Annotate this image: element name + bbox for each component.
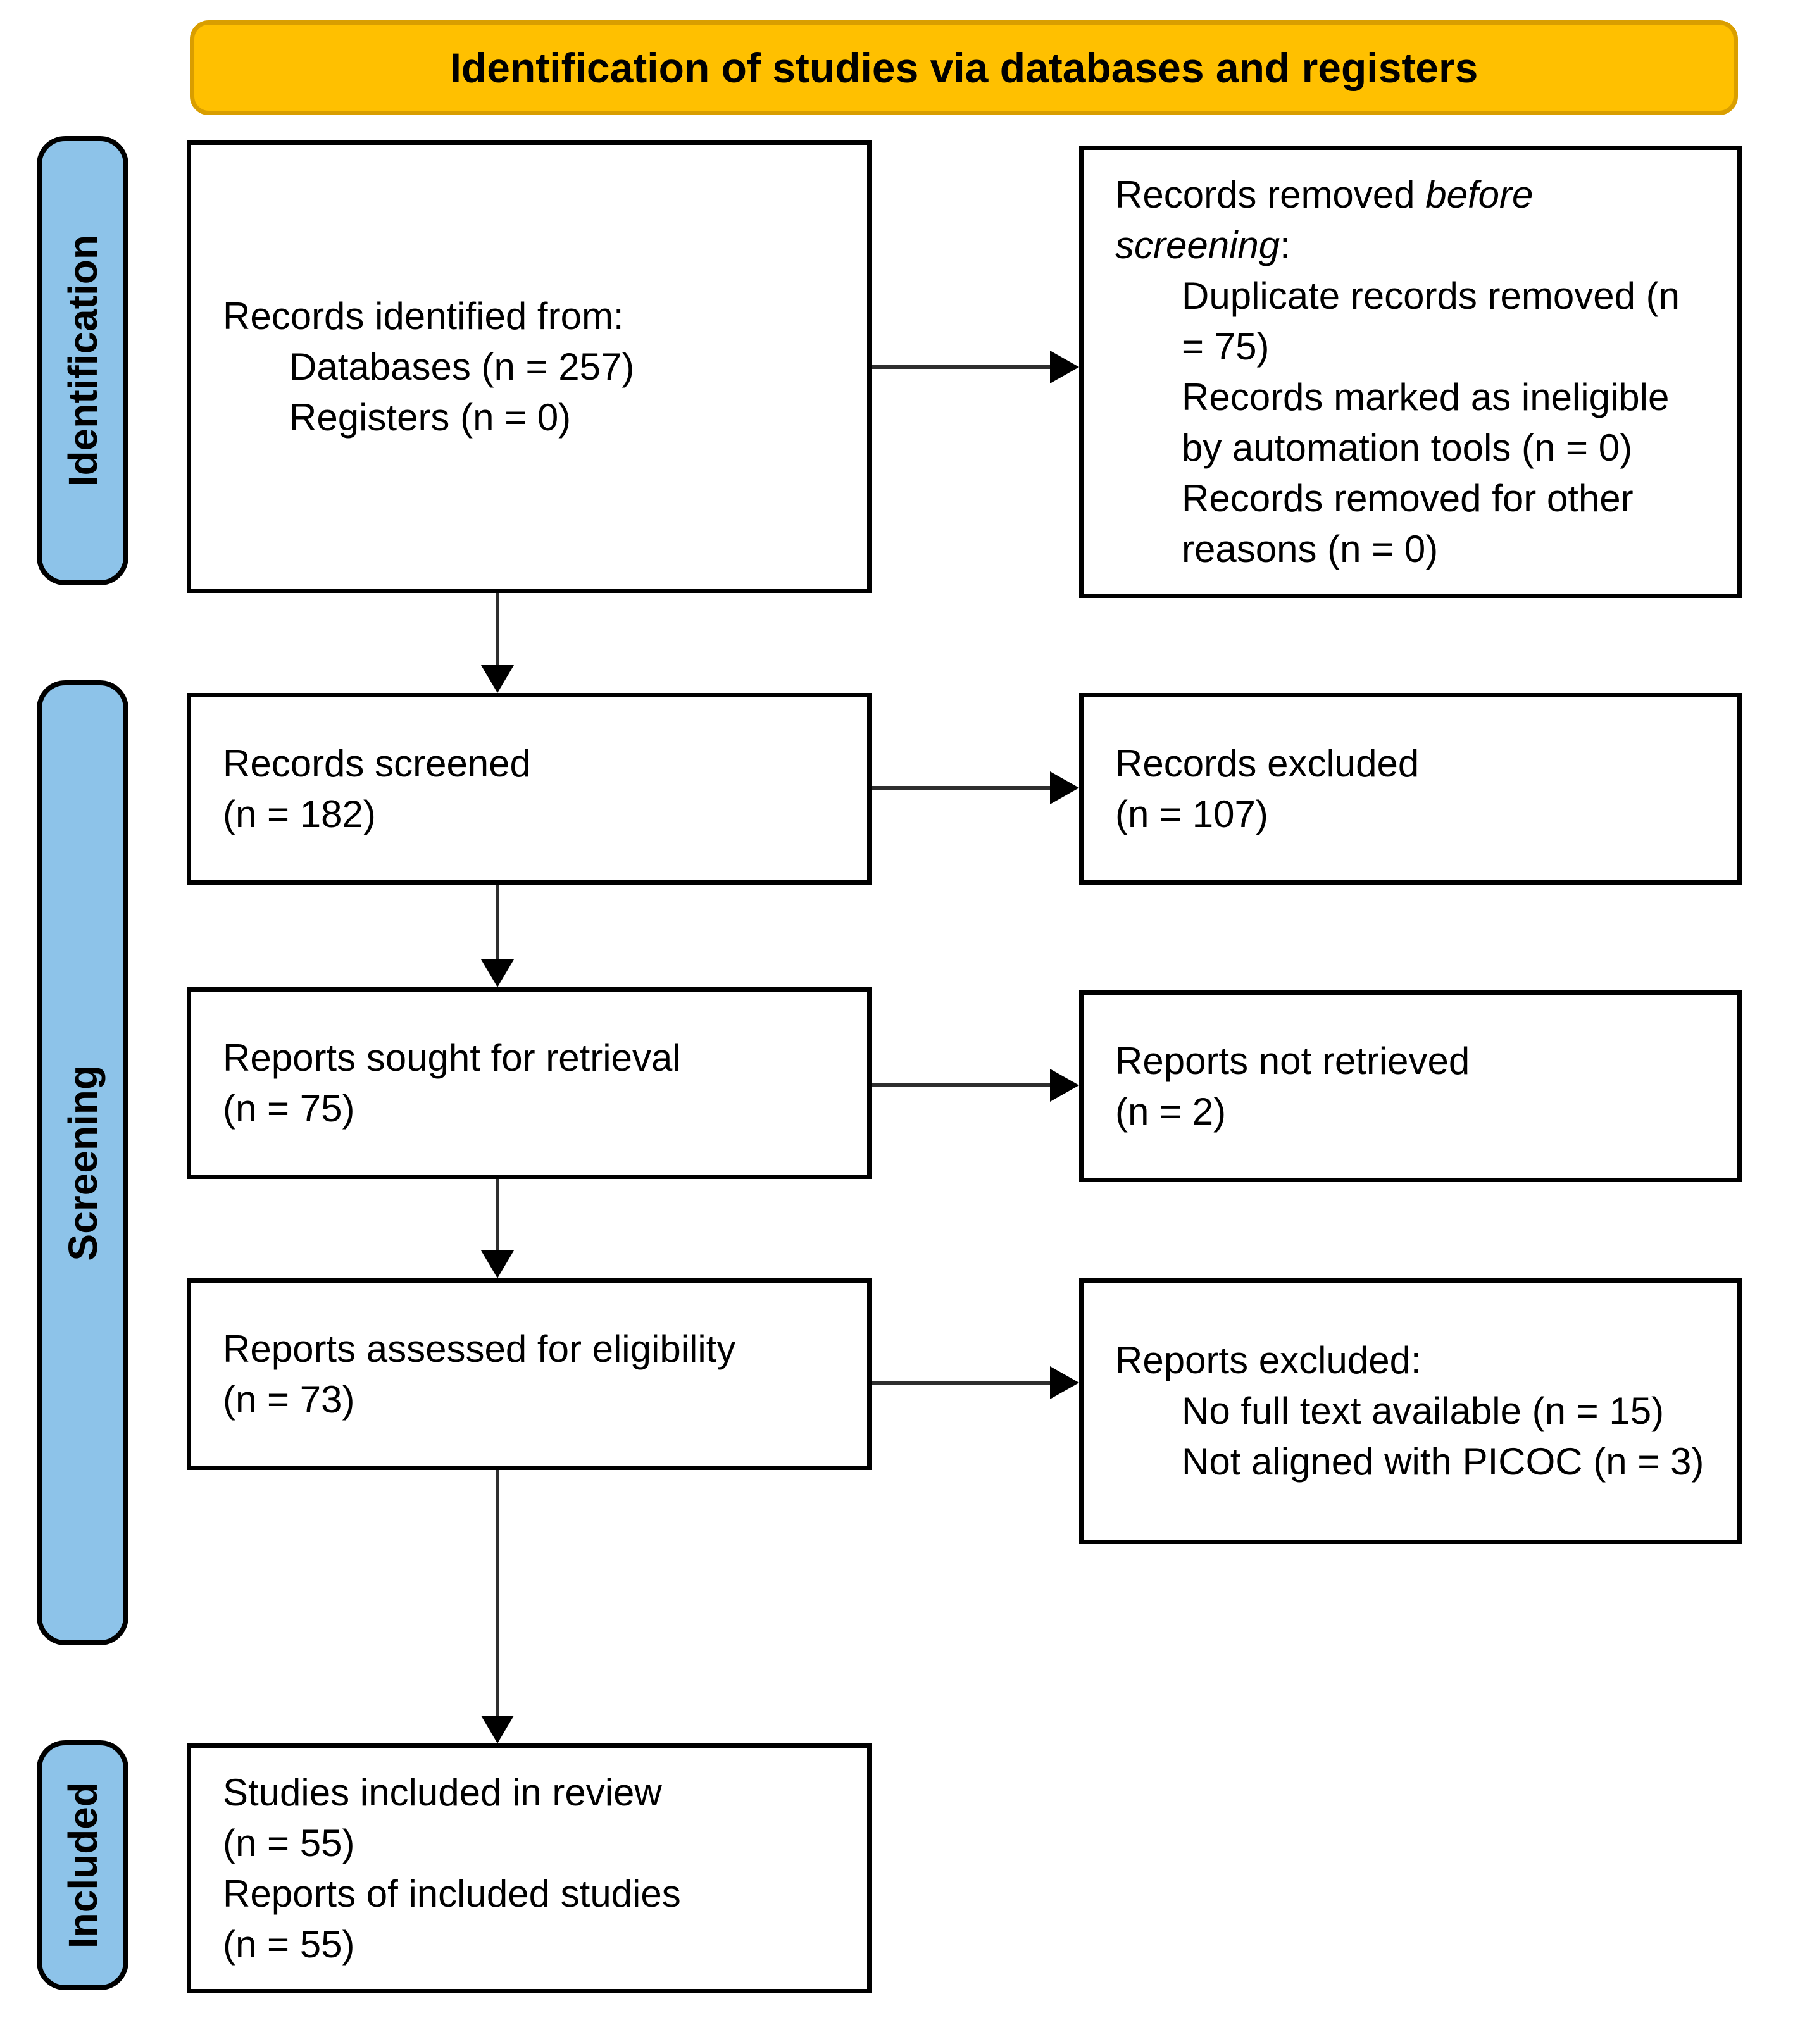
box-text-line: Not aligned with PICOC (n = 3) — [1182, 1440, 1704, 1483]
stage-label-included-text: Included — [59, 1781, 106, 1949]
arrow-line — [872, 786, 1051, 790]
arrow-down-icon — [481, 1250, 514, 1278]
box-text-line: (n = 55) — [223, 1821, 355, 1864]
box-text-line: Reports not retrieved — [1115, 1039, 1470, 1082]
box-text-line: Reports assessed for eligibility — [223, 1327, 736, 1370]
arrow-down-icon — [481, 959, 514, 987]
arrow-line — [496, 885, 499, 959]
box-text-segment-italic: before screening — [1115, 173, 1534, 266]
box-text-line: Records removed before screening: — [1115, 170, 1571, 271]
stage-label-identification-text: Identification — [59, 234, 106, 487]
box-records-identified: Records identified from: Databases (n = … — [187, 140, 872, 593]
banner-title-bar: Identification of studies via databases … — [190, 20, 1738, 115]
box-records-screened: Records screened (n = 182) — [187, 693, 872, 885]
arrow-line — [872, 1083, 1051, 1087]
banner-title: Identification of studies via databases … — [449, 44, 1478, 91]
stage-label-screening: Screening — [37, 680, 128, 1645]
box-reports-not-retrieved: Reports not retrieved (n = 2) — [1079, 990, 1742, 1182]
box-text-line: (n = 55) — [223, 1922, 355, 1966]
box-records-removed: Records removed before screening: Duplic… — [1079, 146, 1742, 598]
box-text-line: Records marked as ineligible by automati… — [1182, 375, 1670, 469]
arrow-line — [496, 1470, 499, 1716]
box-text-line: Databases (n = 257) — [289, 345, 635, 388]
box-text-line: Studies included in review — [223, 1771, 662, 1814]
box-text-line: (n = 75) — [223, 1087, 355, 1130]
arrow-line — [872, 365, 1051, 369]
box-records-excluded: Records excluded (n = 107) — [1079, 693, 1742, 885]
stage-label-screening-text: Screening — [59, 1064, 106, 1261]
box-text-line: Reports sought for retrieval — [223, 1036, 681, 1079]
box-text-line: Duplicate records removed (n = 75) — [1182, 274, 1680, 368]
box-text-line: (n = 107) — [1115, 792, 1268, 835]
box-text-line: Records excluded — [1115, 742, 1420, 785]
box-text-line: Records screened — [223, 742, 531, 785]
box-text-line: (n = 73) — [223, 1378, 355, 1421]
arrow-right-icon — [1050, 1366, 1079, 1399]
box-text-line: (n = 2) — [1115, 1090, 1227, 1133]
arrow-right-icon — [1050, 771, 1079, 804]
arrow-down-icon — [481, 1716, 514, 1743]
stage-label-identification: Identification — [37, 136, 128, 585]
box-reports-excluded: Reports excluded: No full text available… — [1079, 1278, 1742, 1544]
box-reports-sought: Reports sought for retrieval (n = 75) — [187, 987, 872, 1179]
box-text-line: Registers (n = 0) — [289, 396, 572, 439]
arrow-line — [872, 1381, 1051, 1385]
arrow-line — [496, 1179, 499, 1250]
box-text-segment: Records removed — [1115, 173, 1426, 216]
box-studies-included: Studies included in review (n = 55) Repo… — [187, 1743, 872, 1993]
box-text-segment: : — [1280, 223, 1290, 266]
box-text-line: Reports excluded: — [1115, 1339, 1421, 1381]
box-text-line: Reports of included studies — [223, 1872, 681, 1915]
box-text-line: No full text available (n = 15) — [1182, 1390, 1665, 1432]
arrow-right-icon — [1050, 1069, 1079, 1102]
box-reports-assessed: Reports assessed for eligibility (n = 73… — [187, 1278, 872, 1470]
arrow-line — [496, 593, 499, 665]
box-text-line: Records identified from: — [223, 294, 624, 337]
arrow-right-icon — [1050, 351, 1079, 383]
stage-label-included: Included — [37, 1740, 128, 1990]
box-text-line: (n = 182) — [223, 792, 376, 835]
box-text-line: Records removed for other reasons (n = 0… — [1182, 477, 1634, 570]
arrow-down-icon — [481, 665, 514, 693]
